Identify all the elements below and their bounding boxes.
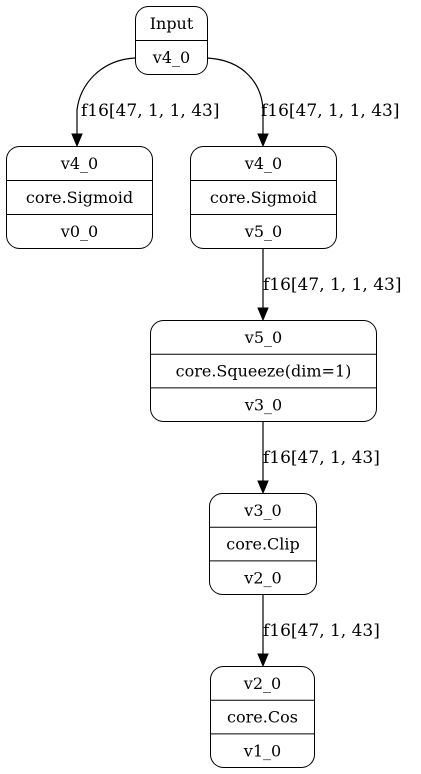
node-op-name: core.Sigmoid — [210, 188, 317, 207]
node-box — [6, 146, 153, 249]
node-output-name: v1_0 — [243, 741, 281, 760]
arrowhead-icon — [257, 307, 269, 322]
arrowhead-icon — [71, 133, 83, 148]
edge-input-to-sig_right: f16[47, 1, 1, 43] — [206, 57, 400, 148]
edge-clip-to-cos: f16[47, 1, 43] — [257, 594, 380, 668]
edge-label: f16[47, 1, 1, 43] — [261, 101, 400, 121]
node-box — [190, 146, 337, 249]
arrowhead-icon — [257, 653, 269, 668]
node-cos[interactable]: v2_0 core.Cos v1_0 — [210, 666, 315, 768]
node-input-name: v4_0 — [60, 154, 98, 173]
node-output-name: v5_0 — [244, 222, 282, 241]
node-sig_left[interactable]: v4_0 core.Sigmoid v0_0 — [6, 146, 153, 249]
node-op-name: core.Sigmoid — [26, 188, 133, 207]
node-squeeze[interactable]: v5_0 core.Squeeze(dim=1) v3_0 — [150, 320, 377, 422]
edge-line — [76, 57, 136, 134]
node-op-name: core.Clip — [226, 535, 300, 554]
node-op-name: core.Cos — [227, 708, 298, 727]
node-input-name: v3_0 — [243, 501, 281, 520]
edge-label: f16[47, 1, 43] — [263, 448, 380, 468]
edge-label: f16[47, 1, 43] — [263, 621, 380, 641]
node-input[interactable]: Input v4_0 — [135, 6, 208, 75]
node-output-name: v0_0 — [60, 222, 98, 241]
node-output-name: v3_0 — [244, 395, 282, 414]
nodes-layer: Input v4_0 v4_0 core.Sigmoid v0_0 v4_0 core.Si… — [6, 6, 377, 768]
node-box — [150, 320, 377, 422]
arrowhead-icon — [257, 133, 269, 148]
node-box — [210, 666, 315, 768]
node-sig_right[interactable]: v4_0 core.Sigmoid v5_0 — [190, 146, 337, 249]
node-output-name: v4_0 — [152, 48, 190, 67]
node-input-name: v5_0 — [244, 328, 282, 347]
arrowhead-icon — [257, 480, 269, 495]
edge-line — [206, 57, 264, 134]
node-input-name: Input — [150, 14, 194, 33]
node-box — [209, 493, 317, 595]
edge-label: f16[47, 1, 1, 43] — [81, 101, 220, 121]
edge-sig_right-to-squeeze: f16[47, 1, 1, 43] — [257, 248, 402, 322]
edges-layer: f16[47, 1, 1, 43] f16[47, 1, 1, 43] f16[47… — [71, 57, 402, 668]
node-op-name: core.Squeeze(dim=1) — [176, 362, 352, 381]
node-input-name: v2_0 — [243, 674, 281, 693]
node-output-name: v2_0 — [243, 568, 281, 587]
edge-label: f16[47, 1, 1, 43] — [263, 275, 402, 295]
edge-squeeze-to-clip: f16[47, 1, 43] — [257, 421, 380, 495]
edge-input-to-sig_left: f16[47, 1, 1, 43] — [71, 57, 220, 148]
node-clip[interactable]: v3_0 core.Clip v2_0 — [209, 493, 317, 595]
node-input-name: v4_0 — [244, 154, 282, 173]
